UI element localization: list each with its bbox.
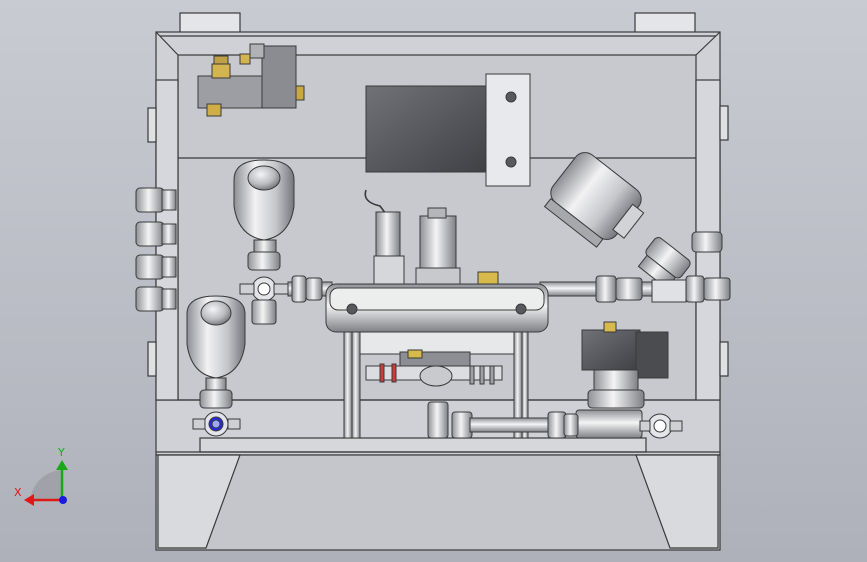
right-cable-gland[interactable]	[691, 231, 723, 253]
lower-filter-cup[interactable]	[186, 295, 246, 437]
coordinate-triad[interactable]: Y X	[14, 446, 68, 506]
angle-seat-valve[interactable]	[540, 148, 692, 303]
manifold-support	[343, 331, 529, 439]
y-axis-arrowhead-icon	[56, 460, 68, 470]
drain-solenoid-valve[interactable]	[575, 321, 683, 439]
z-axis-dot-icon	[59, 496, 67, 504]
upper-filter-cup[interactable]	[233, 159, 295, 325]
x-axis-arrowhead-icon	[24, 494, 34, 506]
y-axis-label: Y	[57, 446, 65, 459]
bracket-bolt-icon	[505, 91, 517, 103]
left-cable-glands[interactable]	[135, 187, 177, 312]
enclosure-legs	[155, 454, 721, 551]
control-module[interactable]	[365, 73, 531, 187]
cable-gland-icon	[135, 286, 177, 312]
manifold-bolt-icon	[515, 303, 527, 315]
pilot-solenoid-valve[interactable]	[197, 43, 305, 117]
cable-gland-icon	[135, 221, 177, 247]
manifold-bolt-icon	[346, 303, 358, 315]
cable-gland-icon	[135, 187, 177, 213]
bracket-bolt-icon	[505, 156, 517, 168]
drain-pipe	[427, 401, 579, 439]
x-axis-label: X	[14, 486, 22, 499]
cable-gland-icon	[135, 254, 177, 280]
sensor-manifold[interactable]	[325, 189, 549, 387]
